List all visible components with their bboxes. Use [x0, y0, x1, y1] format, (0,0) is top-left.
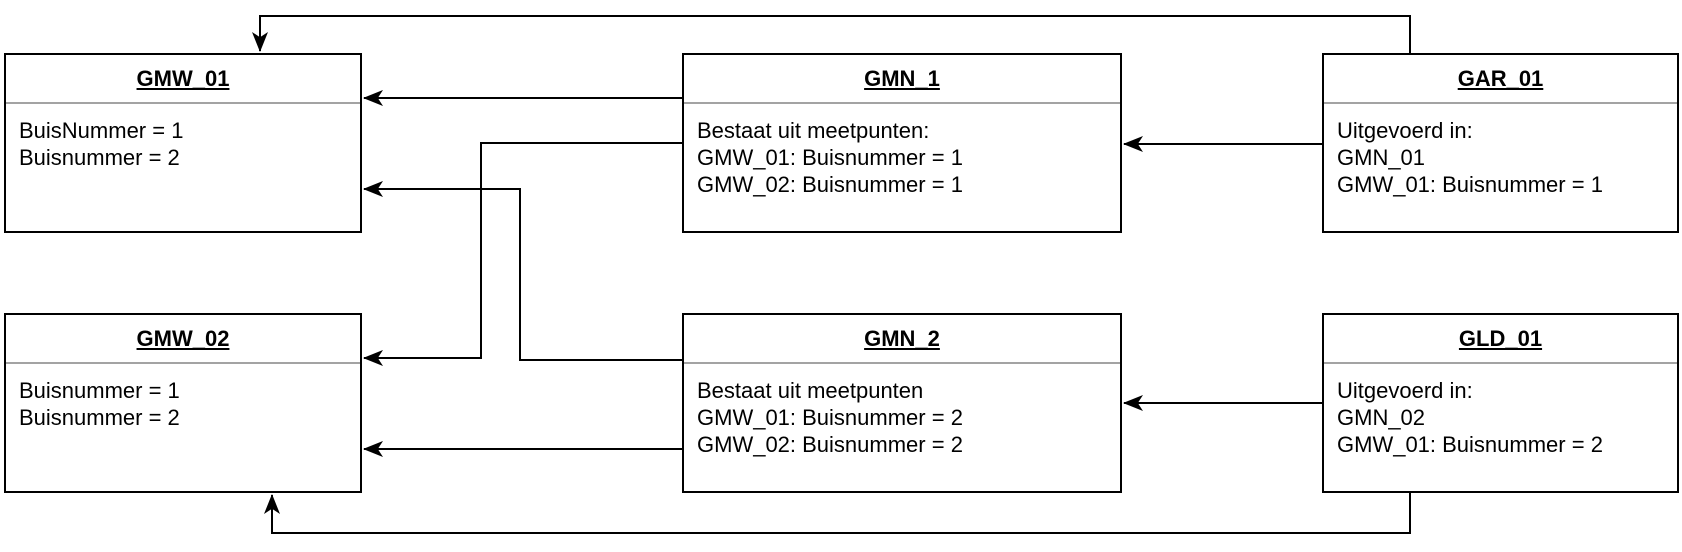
attribute-line: Bestaat uit meetpunten: [697, 118, 930, 143]
node-body: Uitgevoerd in: GMN_01 GMW_01: Buisnummer… [1324, 104, 1677, 198]
node-gar-01[interactable]: GAR_01 Uitgevoerd in: GMN_01 GMW_01: Bui… [1322, 53, 1679, 233]
attribute-line: BuisNummer = 1 [19, 118, 184, 143]
node-body: Bestaat uit meetpunten: GMW_01: Buisnumm… [684, 104, 1120, 198]
attribute-line: Uitgevoerd in: [1337, 378, 1473, 403]
attribute-line: GMW_01: Buisnummer = 2 [1337, 432, 1603, 457]
attribute-line: GMW_02: Buisnummer = 1 [697, 172, 963, 197]
node-title: GMN_2 [684, 315, 1120, 364]
attribute-line: GMW_01: Buisnummer = 2 [697, 405, 963, 430]
attribute-line: GMW_01: Buisnummer = 1 [697, 145, 963, 170]
node-body: BuisNummer = 1 Buisnummer = 2 [6, 104, 360, 171]
node-title: GMW_01 [6, 55, 360, 104]
node-title: GLD_01 [1324, 315, 1677, 364]
node-gld-01[interactable]: GLD_01 Uitgevoerd in: GMN_02 GMW_01: Bui… [1322, 313, 1679, 493]
node-gmw-01[interactable]: GMW_01 BuisNummer = 1 Buisnummer = 2 [4, 53, 362, 233]
node-title: GMW_02 [6, 315, 360, 364]
edge-gmn_1-to-gmw_02[interactable] [363, 142, 682, 366]
edge-gmn_2-to-gmw_01[interactable] [363, 181, 682, 361]
attribute-line: GMW_01: Buisnummer = 1 [1337, 172, 1603, 197]
attribute-line: Buisnummer = 2 [19, 145, 180, 170]
attribute-line: Uitgevoerd in: [1337, 118, 1473, 143]
node-title: GMN_1 [684, 55, 1120, 104]
node-gmn-1[interactable]: GMN_1 Bestaat uit meetpunten: GMW_01: Bu… [682, 53, 1122, 233]
attribute-line: GMN_02 [1337, 405, 1426, 430]
attribute-line: Buisnummer = 1 [19, 378, 180, 403]
attribute-line: GMN_01 [1337, 145, 1426, 170]
node-body: Buisnummer = 1 Buisnummer = 2 [6, 364, 360, 431]
edge-gar_01-to-gmw_01[interactable] [252, 15, 1411, 53]
edge-gld_01-to-gmw_02[interactable] [264, 493, 1411, 534]
attribute-line: GMW_02: Buisnummer = 2 [697, 432, 963, 457]
node-gmn-2[interactable]: GMN_2 Bestaat uit meetpunten GMW_01: Bui… [682, 313, 1122, 493]
node-title: GAR_01 [1324, 55, 1677, 104]
attribute-line: Buisnummer = 2 [19, 405, 180, 430]
node-body: Uitgevoerd in: GMN_02 GMW_01: Buisnummer… [1324, 364, 1677, 458]
node-gmw-02[interactable]: GMW_02 Buisnummer = 1 Buisnummer = 2 [4, 313, 362, 493]
attribute-line: Bestaat uit meetpunten [697, 378, 924, 403]
node-body: Bestaat uit meetpunten GMW_01: Buisnumme… [684, 364, 1120, 458]
